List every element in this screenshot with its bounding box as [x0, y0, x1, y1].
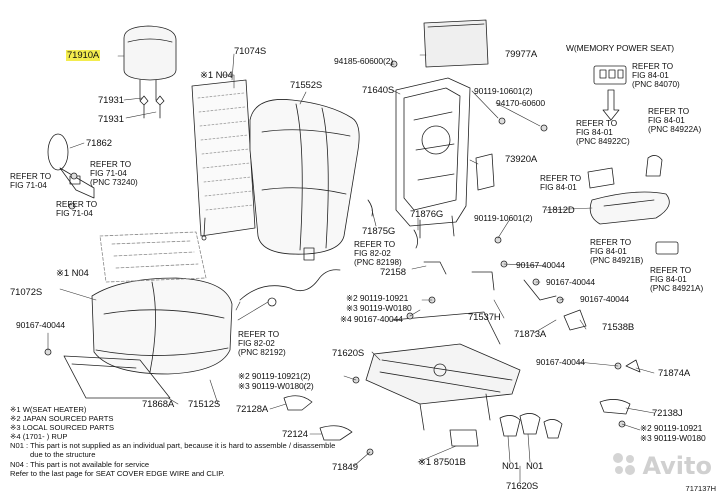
part-label: 90167-40044	[516, 260, 566, 270]
part-label: 71868A	[142, 399, 175, 410]
part-label: 71074S	[234, 46, 267, 57]
part-label: 90167-40044	[16, 320, 66, 330]
part-label: 79977A	[505, 49, 538, 60]
part-label: 71849	[332, 462, 358, 473]
part-label: 72138J	[652, 408, 683, 419]
legend-line: N04 : This part is not available for ser…	[10, 459, 150, 469]
power-seat-switches	[587, 155, 679, 255]
legend-line: ※1 W(SEAT HEATER)	[10, 405, 87, 414]
part-label: 90119-10601(2)	[474, 86, 533, 96]
legend-line: Refer to the last page for SEAT COVER ED…	[10, 468, 225, 478]
part-label: 73920A	[505, 154, 538, 165]
part-label: 94170-60600	[496, 98, 546, 108]
part-label: 72158	[380, 267, 406, 278]
legend-notes: ※1 W(SEAT HEATER) ※2 JAPAN SOURCED PARTS…	[10, 405, 335, 478]
part-label: 71910A	[66, 50, 101, 61]
seatback-pad-panel	[191, 79, 256, 241]
legend-line: ※2 JAPAN SOURCED PARTS	[10, 414, 114, 424]
part-label: 90167-40044	[546, 277, 596, 287]
part-label: ※1 N04	[200, 70, 233, 81]
leader-lines	[47, 53, 655, 483]
part-label: 71538B	[602, 322, 635, 333]
headrest-guides	[139, 95, 165, 119]
part-label: 94185-60600(2)	[334, 56, 394, 66]
part-label: 71512S	[188, 399, 221, 410]
seat-belt-buckle	[47, 133, 95, 199]
part-label: 71873A	[514, 329, 547, 340]
part-label: 71640S	[362, 85, 395, 96]
legend-line: N01 : This part is not supplied as an in…	[10, 441, 336, 451]
part-label: 72128A	[236, 404, 269, 415]
part-label: ※3 90119-W0180	[346, 303, 412, 313]
part-label: 71812D	[542, 205, 575, 216]
memory-seat-header: W(MEMORY POWER SEAT)	[566, 43, 675, 53]
watermark: Avito	[642, 452, 712, 480]
part-label: 71931	[98, 114, 124, 125]
part-label: ※3 90119-W0180(2)	[238, 381, 314, 391]
part-label: ※1 87501B	[418, 457, 466, 468]
side-airbag-module	[475, 153, 495, 191]
part-label: ※4 90167-40044	[340, 314, 403, 324]
part-label: 71072S	[10, 287, 43, 298]
part-label: 71537H	[468, 312, 501, 323]
part-label: 71620S	[506, 481, 539, 492]
part-label: 90167-40044	[536, 357, 586, 367]
legend-line: due to the structure	[30, 450, 96, 460]
part-label: ※2 90119-10921(2)	[238, 371, 311, 381]
part-label: 71874A	[658, 368, 691, 379]
headrest-drawing	[123, 25, 177, 101]
diagram-id: 717137H	[685, 484, 716, 493]
part-label: 90167-40044	[580, 294, 630, 304]
part-label: 71552S	[290, 80, 323, 91]
part-label: 72124	[282, 429, 308, 440]
seat-cushion	[91, 277, 233, 375]
seat-motors	[499, 413, 563, 439]
legend-line: ※3 LOCAL SOURCED PARTS	[10, 423, 115, 433]
memory-switch	[593, 65, 627, 121]
seatback-frame	[395, 77, 471, 239]
part-label: 71620S	[332, 348, 365, 359]
part-label: ※2 90119-10921	[346, 293, 409, 303]
seatback-cushion	[249, 99, 360, 255]
part-label: N01	[526, 461, 544, 472]
legend-line: ※4 (1701- ) RUP	[10, 432, 68, 442]
part-label: 71875G	[362, 226, 396, 237]
part-label: N01	[502, 461, 520, 472]
misc-brackets	[283, 199, 641, 447]
part-label: ※1 N04	[56, 268, 89, 279]
part-label: 71862	[86, 138, 112, 149]
seat-adjuster-track	[365, 311, 521, 431]
avito-logo-icon	[613, 453, 635, 475]
part-label: 71931	[98, 95, 124, 106]
part-label: ※2 90119-10921	[640, 423, 703, 433]
seat-wire-harness	[239, 247, 341, 307]
part-label: 90119-10601(2)	[474, 213, 533, 223]
part-label: 71876G	[410, 209, 444, 220]
part-label: ※3 90119-W0180	[640, 433, 706, 443]
seat-cushion-cover	[63, 355, 171, 399]
seat-heater-mat	[99, 231, 207, 283]
lumbar-pad	[423, 19, 489, 68]
